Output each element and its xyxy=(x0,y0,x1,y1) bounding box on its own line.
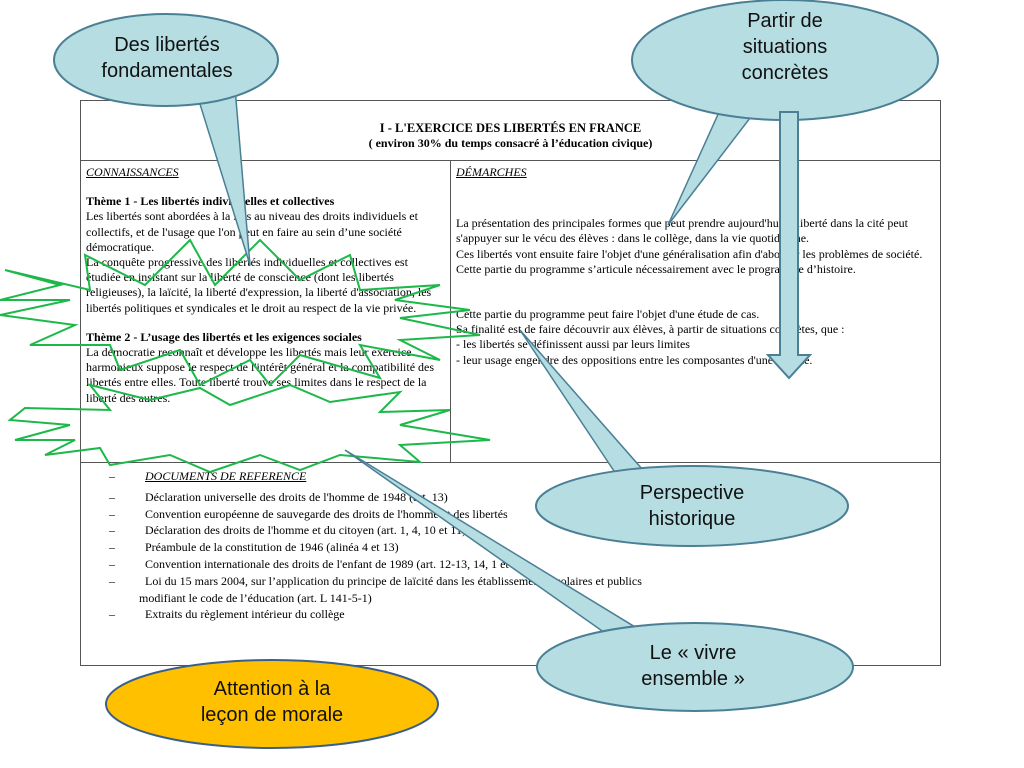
list-dash: – xyxy=(109,573,115,588)
docs-item-3: Déclaration des droits de l'homme et du … xyxy=(145,523,466,538)
callout-morale-bubble xyxy=(105,659,439,749)
demarches-paragraph-6: - les libertés se définissent aussi par … xyxy=(456,337,690,352)
demarches-paragraph-2: Ces libertés vont ensuite faire l'objet … xyxy=(456,246,923,261)
document-subtitle: ( environ 30% du temps consacré à l’éduc… xyxy=(368,136,653,150)
callout-libertes-line1: Des libertés xyxy=(114,34,220,56)
theme2-paragraph-1: La démocratie reconnaît et développe les… xyxy=(86,345,435,405)
docs-header: DOCUMENTS DE REFERENCE xyxy=(145,469,307,483)
theme1-paragraph-1: Les libertés sont abordées à la fois au … xyxy=(86,209,418,254)
callout-situations-line1: Partir de xyxy=(747,10,823,32)
list-dash: – xyxy=(109,556,115,571)
document-page: I - L'EXERCICE DES LIBERTÉS EN FRANCE ( … xyxy=(80,100,941,666)
callout-situations-line3: concrètes xyxy=(741,62,829,84)
demarches-header: DÉMARCHES xyxy=(456,165,527,179)
docs-item-6: Loi du 15 mars 2004, sur l’application d… xyxy=(145,573,642,588)
document-title-row: I - L'EXERCICE DES LIBERTÉS EN FRANCE ( … xyxy=(81,101,940,161)
starburst-top xyxy=(0,238,481,387)
callout-situations-tail xyxy=(667,104,762,226)
list-dash: – xyxy=(109,523,115,538)
callout-libertes-line2: fondamentales xyxy=(101,60,233,82)
callout-morale-text: Attention à la leçon de morale xyxy=(152,676,392,728)
callout-perspective-bubble xyxy=(535,465,849,547)
docs-item-5: Convention internationale des droits de … xyxy=(145,556,522,571)
callout-vivre-line2: ensemble » xyxy=(641,668,745,690)
theme2-title: Thème 2 - L’usage des libertés et les ex… xyxy=(86,329,362,344)
callout-perspective-line2: historique xyxy=(648,508,736,530)
callout-morale-line2: leçon de morale xyxy=(200,704,344,726)
demarches-paragraph-4: Cette partie du programme peut faire l'o… xyxy=(456,307,760,322)
demarches-paragraph-3: Cette partie du programme s’articule néc… xyxy=(456,261,856,276)
callout-vivre-bubble xyxy=(536,622,854,712)
callout-perspective-text: Perspective historique xyxy=(587,480,797,532)
callout-perspective-tail xyxy=(519,329,652,481)
callout-morale-line1: Attention à la xyxy=(213,678,331,700)
docs-item-1: Déclaration universelle des droits de l'… xyxy=(145,489,448,504)
connaissances-header: CONNAISSANCES xyxy=(86,165,179,179)
list-dash: – xyxy=(109,607,115,622)
callout-situations-line2: situations xyxy=(742,36,828,58)
theme1-title: Thème 1 - Les libertés individuelles et … xyxy=(86,194,335,209)
callout-situations-text: Partir de situations concrètes xyxy=(680,8,890,86)
callout-libertes-text: Des libertés fondamentales xyxy=(62,32,272,84)
arrow-down xyxy=(765,111,813,380)
theme1-paragraph-2: La conquête progressive des libertés ind… xyxy=(86,255,432,315)
demarches-column: DÉMARCHES La présentation des principale… xyxy=(451,161,940,462)
docs-item-7: Extraits du règlement intérieur du collè… xyxy=(145,607,345,622)
list-dash: – xyxy=(109,540,115,555)
list-dash: – xyxy=(109,506,115,521)
list-dash: – xyxy=(109,489,115,504)
documents-reference-section: – DOCUMENTS DE REFERENCE – Déclaration un… xyxy=(81,462,940,665)
callout-perspective-line1: Perspective xyxy=(639,482,745,504)
starburst-bottom xyxy=(7,383,491,474)
callout-libertes-tail xyxy=(193,87,251,266)
document-title: I - L'EXERCICE DES LIBERTÉS EN FRANCE xyxy=(379,121,642,135)
callout-vivre-line1: Le « vivre xyxy=(649,642,737,664)
demarches-paragraph-5: Sa finalité est de faire découvrir aux é… xyxy=(456,322,845,337)
callout-vivre-text: Le « vivre ensemble » xyxy=(588,640,798,692)
docs-item-6-continuation: modifiant le code de l’éducation (art. L… xyxy=(139,590,372,605)
callout-libertes-bubble xyxy=(53,13,279,107)
docs-header-dash: – xyxy=(109,469,115,483)
docs-item-2: Convention européenne de sauvegarde des … xyxy=(145,506,508,521)
docs-item-4: Préambule de la constitution de 1946 (al… xyxy=(145,540,399,555)
